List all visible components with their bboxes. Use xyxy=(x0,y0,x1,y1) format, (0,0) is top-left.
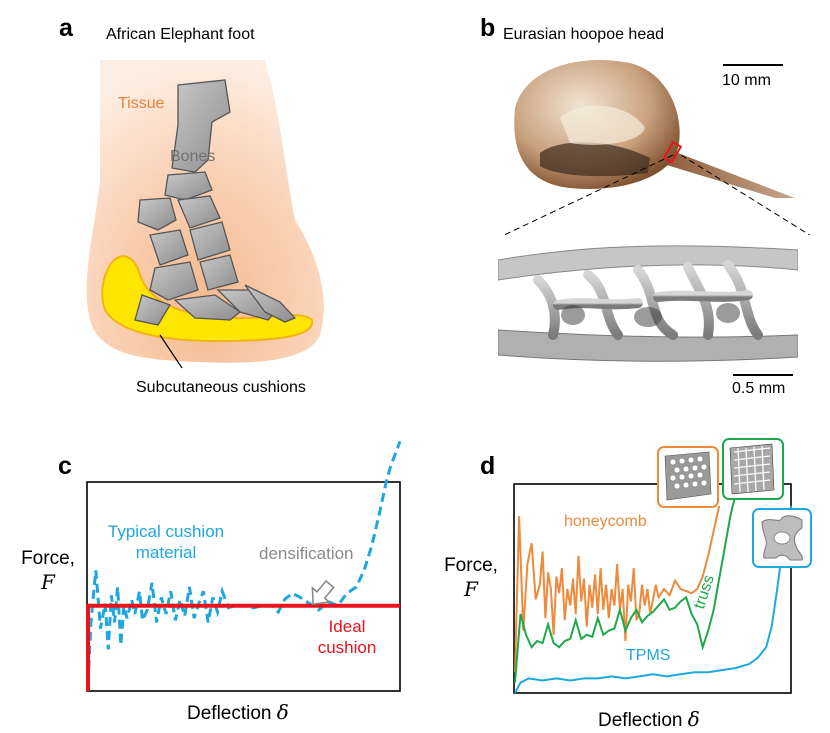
panel-a-letter: a xyxy=(59,14,73,42)
cushion-pointer-line xyxy=(159,334,183,369)
densification-label: densification xyxy=(259,544,354,563)
panel-d-letter: d xyxy=(480,452,496,480)
bone-icon xyxy=(134,79,297,326)
ideal-line-1: Ideal xyxy=(328,617,366,636)
panel-b-letter: b xyxy=(480,14,496,42)
panel-c-xlabel-symbol: δ xyxy=(276,700,289,724)
densification-arrow-icon xyxy=(311,579,335,606)
scale-top-label: 10 mm xyxy=(722,72,771,89)
truss-inset xyxy=(722,438,784,500)
panel-c-ylabel-word: Force, xyxy=(21,548,75,569)
series-honeycomb xyxy=(514,505,721,673)
tissue-label: Tissue xyxy=(118,95,165,112)
series-truss xyxy=(514,480,743,683)
ideal-line-2: cushion xyxy=(317,638,377,657)
hoopoe-head-photo xyxy=(514,60,795,198)
zoom-lines xyxy=(503,155,811,235)
panel-c-ylabel-symbol: F xyxy=(41,570,55,594)
chart-c-frame xyxy=(86,481,401,692)
series-tpms xyxy=(514,505,792,694)
panel-b-title: Eurasian hoopoe head xyxy=(503,26,665,43)
honeycomb-label: honeycomb xyxy=(564,513,647,530)
panel-d-xlabel: Deflection δ xyxy=(598,707,700,732)
scale-bar-top xyxy=(723,64,783,66)
panel-c-xlabel-word: Deflection xyxy=(187,703,272,724)
tpms-structure-icon xyxy=(761,515,803,561)
panel-c-ylabel: Force, F xyxy=(18,548,78,594)
bones-label: Bones xyxy=(170,148,216,165)
tpms-inset xyxy=(752,508,812,568)
series-ideal-cushion xyxy=(86,603,400,691)
microstructure-sem-image xyxy=(498,245,798,362)
panel-a-title: African Elephant foot xyxy=(106,26,255,43)
chart-d-frame xyxy=(513,483,792,694)
cushions-label: Subcutaneous cushions xyxy=(136,379,306,396)
scale-bar-bottom xyxy=(733,374,793,376)
panel-c-letter: c xyxy=(58,452,72,480)
scale-bottom-label: 0.5 mm xyxy=(732,380,786,397)
panel-d-ylabel-word: Force, xyxy=(444,555,498,576)
elephant-foot-illustration xyxy=(86,60,324,369)
honeycomb-inset xyxy=(657,446,719,508)
typical-cushion-label: Typical cushion material xyxy=(96,521,236,563)
panel-d-ylabel-symbol: F xyxy=(464,577,478,601)
panel-d-ylabel: Force, F xyxy=(441,555,501,601)
ideal-cushion-label: Ideal cushion xyxy=(312,616,382,658)
chart-d xyxy=(513,480,792,694)
chart-c xyxy=(86,440,402,692)
highlight-box xyxy=(662,140,683,164)
panel-d-xlabel-symbol: δ xyxy=(687,707,700,731)
tpms-label: TPMS xyxy=(626,647,671,664)
typical-line-2: material xyxy=(135,543,197,562)
panel-c-xlabel: Deflection δ xyxy=(187,700,289,725)
panel-d-xlabel-word: Deflection xyxy=(598,710,683,731)
typical-line-1: Typical cushion xyxy=(107,522,225,541)
